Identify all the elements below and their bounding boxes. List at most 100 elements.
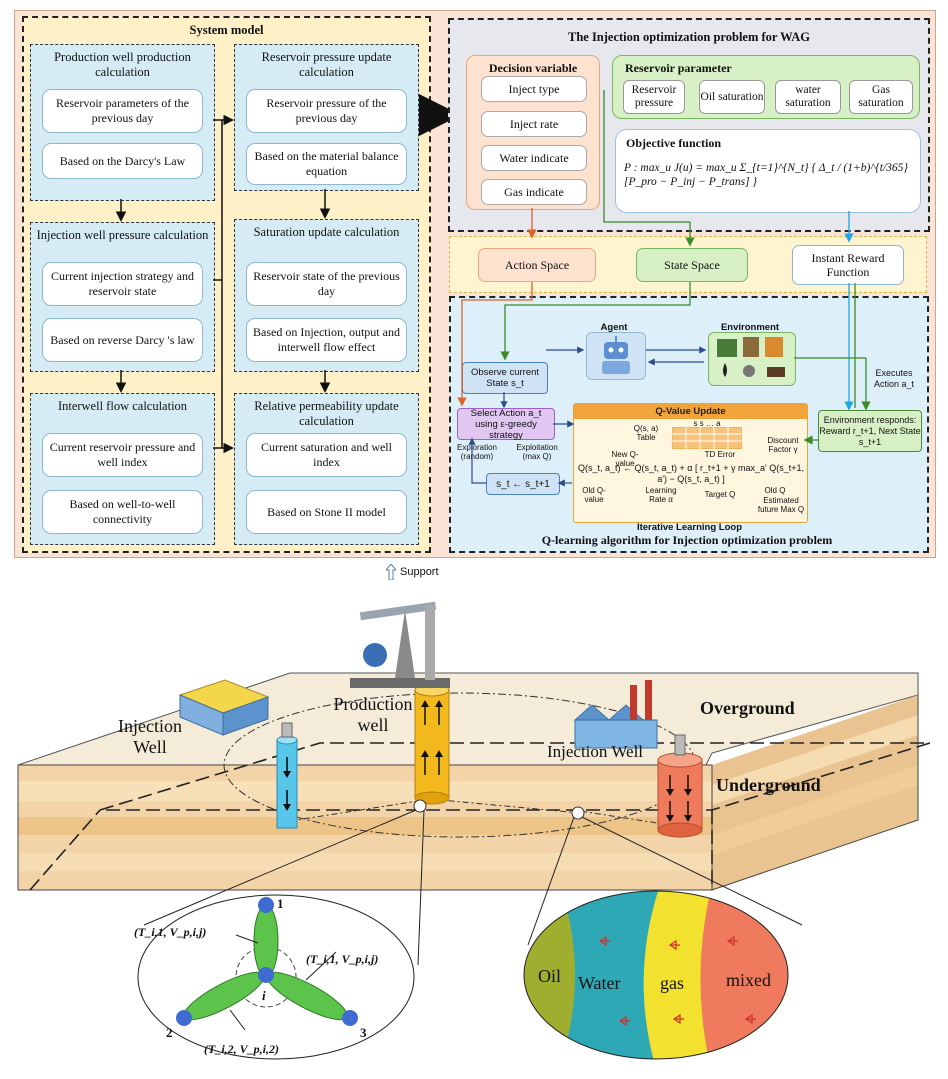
injection-well-left-label: Injection Well bbox=[118, 716, 182, 757]
qtable-label: Q(s, a) Table bbox=[633, 424, 659, 442]
node-label-i: i bbox=[262, 988, 266, 1003]
system-model-connectors bbox=[115, 94, 461, 454]
reservoir-illustration bbox=[17, 601, 931, 1060]
block-item: Based on reverse Darcy 's law bbox=[42, 318, 203, 362]
block-item: Reservoir state of the previous day bbox=[246, 262, 407, 306]
arrow bbox=[794, 357, 871, 411]
agent-label: Agent bbox=[600, 322, 628, 333]
discount-label: Discount Factor γ bbox=[767, 436, 799, 454]
block-title: Reservoir pressure update calculation bbox=[261, 50, 392, 79]
block-item: Based on the Darcy's Law bbox=[42, 143, 203, 179]
environment-icons bbox=[717, 337, 785, 377]
injection-well-right-label: Injection Well bbox=[546, 742, 644, 761]
decision-item: Inject rate bbox=[481, 111, 587, 137]
decision-variable-title: Decision variable bbox=[488, 61, 578, 75]
qvalue-update-box: Q-Value Update Q(s, a) Table s s … a New… bbox=[573, 403, 808, 523]
edge-label-top: (T_i,1, V_p,i,j) bbox=[134, 925, 207, 939]
node-label-1: 1 bbox=[277, 896, 284, 911]
reservoir-plane bbox=[99, 742, 931, 811]
block-item: Based on Stone II model bbox=[246, 490, 407, 534]
zone-label-oil: Oil bbox=[538, 966, 562, 986]
flow-arrows bbox=[598, 935, 756, 1027]
production-well-label: Production well bbox=[333, 694, 413, 735]
up-arrow-icon bbox=[386, 564, 396, 580]
block-title: Injection well pressure calculation bbox=[36, 228, 209, 242]
qlearning-equation: Q(s_t, a_t) ← Q(s_t, a_t) + α [ r_t+1 + … bbox=[577, 463, 804, 484]
edge-label-right: (T_i,1, V_p,i,j) bbox=[306, 952, 379, 966]
instant-reward-function: Instant Reward Function bbox=[792, 245, 904, 285]
layer bbox=[712, 715, 918, 805]
executes-action-label: Executes Action a_t bbox=[873, 368, 915, 389]
block-item: Based on well-to-well connectivity bbox=[42, 490, 203, 534]
edge-label-bottom: (T_i,2, V_p,i,2) bbox=[204, 1042, 279, 1056]
decision-item: Gas indicate bbox=[481, 179, 587, 205]
environment-box bbox=[708, 332, 796, 386]
layer bbox=[18, 781, 712, 801]
decision-item: Inject type bbox=[481, 76, 587, 102]
block-title: Relative permeability update calculation bbox=[254, 399, 399, 428]
reservoir-parameter-box: Reservoir parameter Reservoir pressure O… bbox=[612, 55, 920, 119]
arrow bbox=[500, 282, 691, 361]
support-label: Support bbox=[386, 563, 476, 581]
old-q-right-label: Old Q bbox=[764, 486, 786, 495]
block-title: Interwell flow calculation bbox=[57, 399, 188, 413]
production-well-icon bbox=[414, 683, 450, 805]
objective-function-box: Objective function P : max_u J(u) = max_… bbox=[615, 129, 921, 213]
system-model-title: System model bbox=[189, 23, 264, 37]
zone-label-gas: gas bbox=[660, 973, 684, 993]
agent-box bbox=[586, 332, 646, 380]
robot-icon bbox=[602, 336, 630, 374]
block-title: Saturation update calculation bbox=[253, 225, 400, 239]
qvalue-update-title: Q-Value Update bbox=[574, 404, 807, 419]
reservoir-parameter-title: Reservoir parameter bbox=[625, 61, 732, 75]
underground-label: Underground bbox=[716, 775, 821, 795]
layer bbox=[712, 765, 918, 855]
state-update-box: s_t ← s_t+1 bbox=[486, 473, 560, 495]
injection-well-left-icon bbox=[276, 722, 298, 829]
loop-label: Iterative Learning Loop bbox=[636, 521, 743, 533]
support-text: Support bbox=[400, 566, 439, 578]
injection-problem-title: The Injection optimization problem for W… bbox=[567, 30, 811, 44]
reservoir-item: Reservoir pressure bbox=[623, 80, 685, 114]
learning-rate-label: Learning Rate α bbox=[645, 486, 677, 504]
layer bbox=[18, 853, 712, 871]
node-label-3: 3 bbox=[360, 1025, 367, 1040]
old-q-label: Old Q-value bbox=[582, 486, 606, 504]
environment-label: Environment bbox=[720, 322, 780, 333]
block-item: Reservoir parameters of the previous day bbox=[42, 89, 203, 133]
factory-right-icon bbox=[573, 680, 658, 749]
reservoir-item: Gas saturation bbox=[849, 80, 913, 114]
qtable-grid bbox=[672, 427, 742, 449]
exploration-label: Exploration (random) bbox=[456, 443, 498, 461]
injection-well-right-icon bbox=[657, 734, 703, 838]
reservoir-item: water saturation bbox=[775, 80, 841, 114]
select-action-box: Select Action a_t using ε-greedy strateg… bbox=[457, 408, 555, 441]
saturation-ellipse bbox=[523, 890, 789, 1060]
qlearning-connectors bbox=[457, 90, 871, 487]
arrow bbox=[603, 90, 695, 247]
target-q-label: Target Q bbox=[704, 490, 736, 499]
pump-jack-icon bbox=[350, 601, 450, 688]
arrow bbox=[468, 437, 486, 484]
reservoir-item: Oil saturation bbox=[699, 80, 765, 114]
block-item: Reservoir pressure of the previous day bbox=[246, 89, 407, 133]
arrow bbox=[457, 282, 533, 407]
connector bbox=[213, 119, 223, 449]
qtable-header: s s … a bbox=[693, 419, 721, 428]
state-space: State Space bbox=[636, 248, 748, 282]
building-left-icon bbox=[178, 679, 270, 736]
exploitation-label: Exploitation (max Q) bbox=[516, 443, 558, 461]
block-title: Production well production calculation bbox=[54, 50, 191, 79]
decision-item: Water indicate bbox=[481, 145, 587, 171]
qlearning-title: Q-learning algorithm for Injection optim… bbox=[541, 533, 833, 547]
decision-variable-box: Decision variable Inject type Inject rat… bbox=[466, 55, 600, 210]
action-space: Action Space bbox=[478, 248, 596, 282]
block-item: Current reservoir pressure and well inde… bbox=[42, 433, 203, 477]
block-item: Based on the material balance equation bbox=[246, 143, 407, 185]
connectivity-diagram bbox=[137, 894, 415, 1060]
node-label-2: 2 bbox=[166, 1025, 173, 1040]
overground-label: Overground bbox=[700, 698, 795, 718]
zone-label-water: Water bbox=[578, 973, 621, 993]
objective-formula: P : max_u J(u) = max_u Σ_{t=1}^{N_t} { Δ… bbox=[624, 162, 909, 188]
estimated-future-label: Estimated future Max Q bbox=[757, 496, 805, 514]
